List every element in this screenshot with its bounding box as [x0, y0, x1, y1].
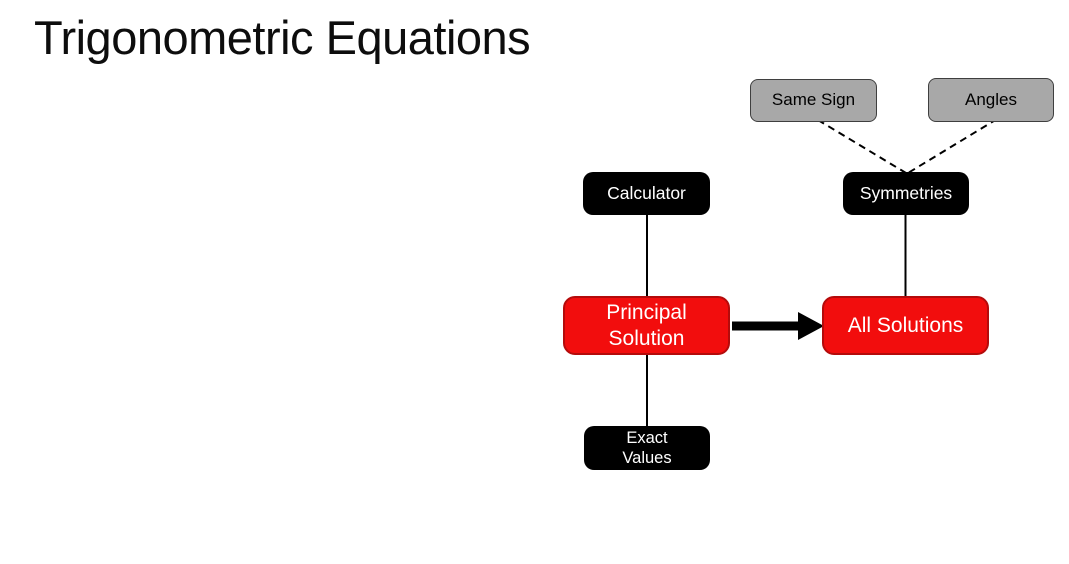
page-title: Trigonometric Equations — [34, 11, 531, 64]
node-exact-values: Exact Values — [584, 426, 710, 470]
node-principal-solution: Principal Solution — [563, 296, 730, 355]
node-angles-label: Angles — [965, 89, 1017, 109]
node-exact-values-line1: Exact — [626, 428, 668, 447]
node-principal-solution-line1: Principal — [606, 300, 687, 324]
node-same-sign-label: Same Sign — [771, 90, 856, 110]
node-all-solutions: All Solutions — [822, 296, 989, 355]
edge-same-sign-symmetries — [817, 119, 907, 174]
node-exact-values-line2: Values — [622, 449, 672, 467]
node-all-solutions-label: All Solutions — [847, 313, 964, 337]
edge-angles-symmetries — [907, 118, 998, 174]
node-calculator-label: Calculator — [607, 182, 686, 203]
node-symmetries-label: Symmetries — [859, 182, 953, 203]
node-same-sign: Same Sign — [750, 79, 877, 122]
node-angles: Angles — [928, 78, 1054, 122]
node-calculator: Calculator — [583, 172, 710, 215]
edge-principal-all-solutions-arrow — [732, 312, 824, 340]
node-symmetries: Symmetries — [843, 172, 969, 215]
node-principal-solution-line2: Solution — [608, 326, 685, 350]
